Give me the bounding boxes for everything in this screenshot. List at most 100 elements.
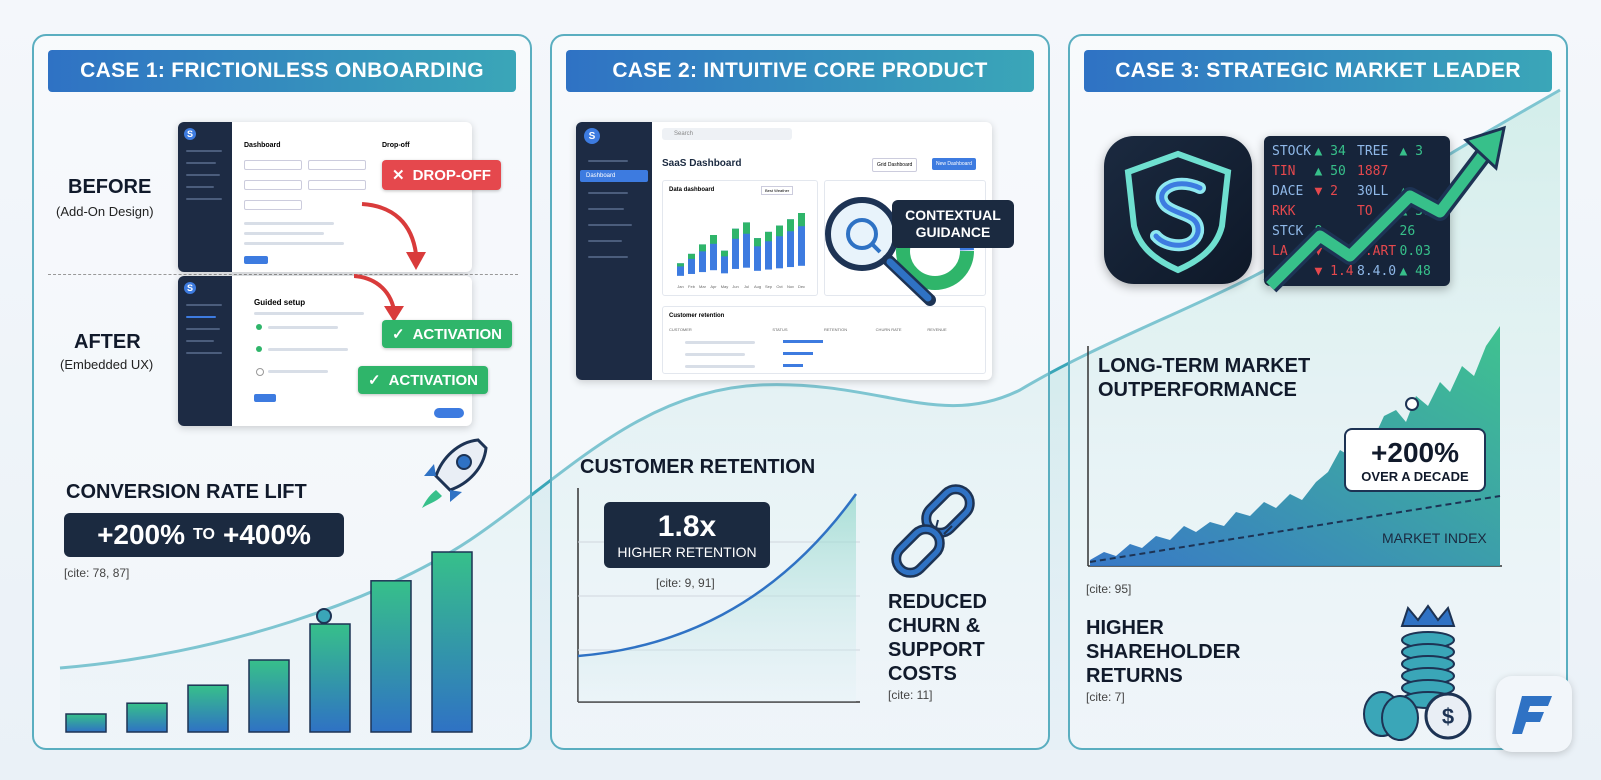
month-tick: May: [721, 284, 729, 289]
mini-bar-top: [688, 253, 695, 259]
data-dashboard-select[interactable]: Best Weather: [761, 186, 794, 195]
churn-cite: [cite: 11]: [888, 688, 933, 702]
retention-title: CUSTOMER RETENTION: [580, 456, 816, 478]
ticker-cell: 8.4.0: [1357, 264, 1397, 279]
after-next-button[interactable]: [254, 394, 276, 402]
ticker-cell: ▲ 3: [1399, 144, 1423, 159]
conversion-bar: [65, 713, 107, 733]
search-input[interactable]: Search: [662, 128, 792, 140]
case1-panel: CASE 1: FRICTIONLESS ONBOARDING BEFORE (…: [32, 34, 532, 750]
mini-bar: [787, 219, 794, 268]
activation-tag-1: ✓ ACTIVATION: [382, 320, 513, 348]
mini-bar-top: [765, 231, 772, 242]
guidance-line-1: CONTEXTUAL: [905, 207, 1001, 223]
conversion-bar: [187, 684, 229, 733]
ticker-cell: LA: [1272, 244, 1288, 259]
before-mock-title: Dashboard: [244, 142, 281, 149]
conversion-bar: [126, 702, 168, 733]
outperformance-chart: [1087, 326, 1502, 567]
conversion-cite: [cite: 78, 87]: [64, 566, 130, 580]
before-sidebar: S: [178, 122, 232, 272]
dashboard-title: SaaS Dashboard: [662, 158, 742, 169]
ticker-cell: TO: [1357, 204, 1373, 219]
churn-line-3: SUPPORT: [888, 639, 985, 661]
sidebar-item-dashboard[interactable]: Dashboard: [580, 170, 648, 182]
before-screenshot: S Dashboard Drop-off: [178, 122, 472, 272]
dashboard-select[interactable]: Grid Dashboard: [872, 158, 918, 172]
shield-logo: [1104, 136, 1252, 284]
case1-header: CASE 1: FRICTIONLESS ONBOARDING: [48, 50, 516, 92]
contextual-guidance-badge: CONTEXTUAL GUIDANCE: [892, 200, 1014, 248]
month-tick: Apr: [710, 284, 717, 289]
ticker-cell: TREE: [1357, 144, 1389, 159]
month-tick: Feb: [688, 284, 696, 289]
new-dashboard-button[interactable]: New Dashboard: [932, 158, 976, 170]
ticker-cell: DACE: [1272, 184, 1304, 199]
churn-line-2: CHURN &: [888, 615, 981, 637]
ticker-cell: STCK: [1272, 224, 1304, 239]
churn-text: REDUCED CHURN & SUPPORT COSTS: [888, 590, 987, 686]
mini-bar-top: [798, 213, 805, 227]
mini-bar-top: [743, 222, 750, 234]
dropoff-arrows: [354, 202, 426, 322]
after-screenshot: S Guided setup: [178, 276, 472, 426]
mini-bar: [776, 225, 783, 269]
case3-header: CASE 3: STRATEGIC MARKET LEADER: [1084, 50, 1552, 92]
retention-table: Customer retention CUSTOMER STATUS RETEN…: [662, 306, 986, 374]
data-dashboard-title: Data dashboard: [669, 187, 715, 193]
mini-bar: [743, 222, 750, 268]
after-sidebar: S: [178, 276, 232, 426]
trend-arrow-icon: [1263, 125, 1506, 293]
conversion-badge: +200% TO +400%: [64, 513, 344, 557]
after-subtitle: (Embedded UX): [60, 357, 154, 372]
new-dashboard-label: New Dashboard: [936, 161, 972, 167]
returns-line-2: SHAREHOLDER: [1086, 641, 1241, 663]
ticker-cell: TIN: [1272, 164, 1296, 179]
returns-line-1: HIGHER: [1086, 617, 1164, 639]
magnifier-icon: [825, 197, 936, 306]
retention-cite: [cite: 9, 91]: [656, 576, 715, 590]
ticker-cell: ▼ 2: [1314, 184, 1338, 199]
mini-bar-top: [721, 250, 728, 257]
conversion-bar: [248, 659, 290, 733]
churn-line-1: REDUCED: [888, 591, 987, 613]
rocket-icon: [422, 438, 488, 508]
before-after-divider: [48, 274, 518, 275]
mini-bar-top: [732, 228, 739, 239]
mini-bar: [798, 213, 805, 266]
col-retention: RETENTION: [824, 327, 848, 332]
perf-title-line-2: OUTPERFORMANCE: [1098, 379, 1297, 401]
outperformance-badge: +200% OVER A DECADE: [1344, 428, 1486, 492]
retention-sub: HIGHER RETENTION: [617, 544, 757, 560]
retention-badge: 1.8x HIGHER RETENTION: [604, 502, 770, 568]
month-tick: Jul: [744, 284, 749, 289]
conversion-to-word: TO: [193, 526, 215, 543]
perf-title-line-1: LONG-TERM MARKET: [1098, 355, 1311, 377]
ticker-cell: 0.03: [1399, 244, 1431, 259]
after-mock-title: Guided setup: [254, 298, 306, 307]
mini-bar: [677, 263, 684, 276]
dashboard-select-label: Grid Dashboard: [877, 162, 913, 168]
mini-bar: [688, 253, 695, 274]
before-subtitle: (Add-On Design): [56, 204, 154, 219]
dropoff-tag: ✕ DROP-OFF: [382, 160, 501, 190]
churn-line-4: COSTS: [888, 663, 957, 685]
assistant-chip[interactable]: [434, 408, 464, 418]
guidance-line-2: GUIDANCE: [915, 224, 991, 240]
ticker-cell: ▼ 1.4: [1314, 264, 1354, 279]
mini-bar: [721, 250, 728, 274]
col-status: STATUS: [772, 327, 788, 332]
app-logo-icon: S: [584, 128, 600, 144]
before-submit-button[interactable]: [244, 256, 268, 264]
app-badge[interactable]: [1496, 676, 1572, 752]
ticker-cell: STOCK: [1272, 144, 1312, 159]
dropoff-label: DROP-OFF: [412, 166, 491, 184]
month-tick: Dec: [798, 284, 805, 289]
retention-chart: [577, 488, 860, 703]
dashboard-sidebar: S Dashboard: [576, 122, 652, 380]
coin-stack-icon: $: [1363, 604, 1472, 741]
